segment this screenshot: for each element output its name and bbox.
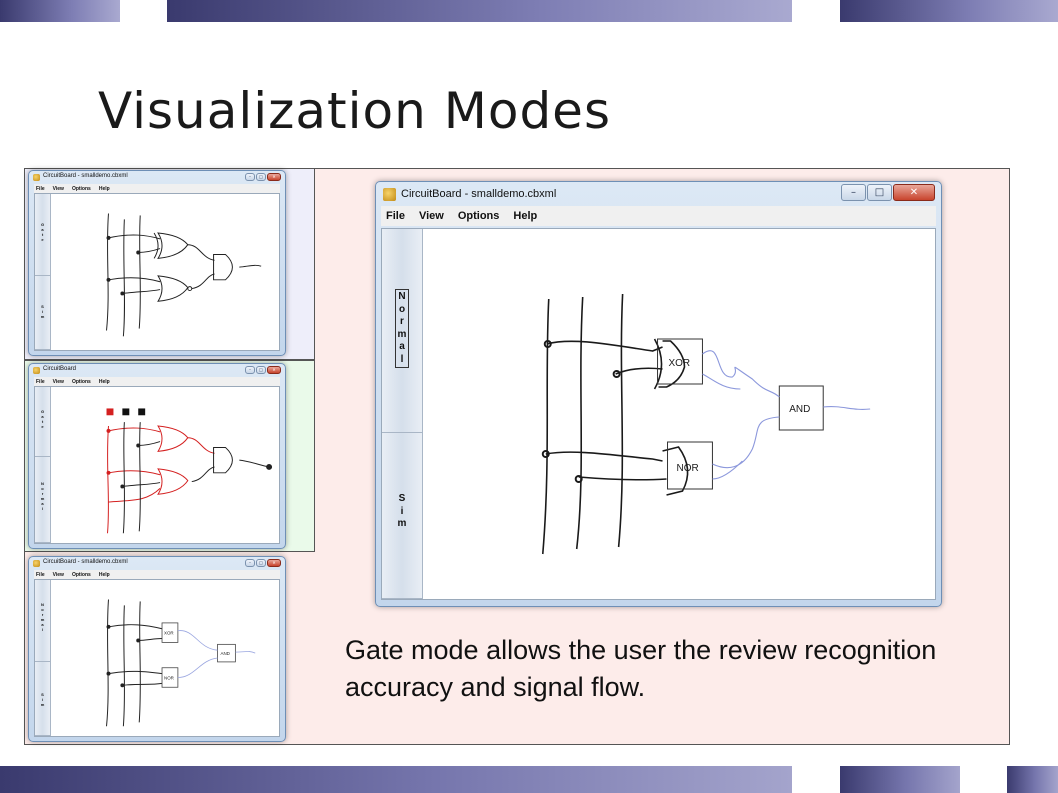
thumbnail-window-normal[interactable]: CircuitBoard - smalldemo.cbxml – □ ✕ Fil…	[28, 556, 286, 742]
menu-help[interactable]: Help	[513, 210, 538, 222]
menu-view[interactable]: View	[52, 571, 64, 578]
drawing-canvas[interactable]: XOR AND NOR	[51, 580, 279, 736]
circuit-sketch	[106, 213, 262, 337]
bottom-band-left	[0, 766, 792, 793]
menu-help[interactable]: Help	[98, 185, 110, 192]
input-toggle-off	[122, 408, 130, 416]
window-titlebar: CircuitBoard - smalldemo.cbxml – □ ✕	[29, 557, 285, 570]
menu-help[interactable]: Help	[98, 571, 110, 578]
gate-box-and	[778, 385, 824, 431]
window-content: G a t e N o r m a l	[34, 386, 280, 544]
simulation-canvas[interactable]	[51, 387, 279, 543]
close-button[interactable]: ✕	[267, 173, 281, 181]
gate-box-xor	[657, 338, 703, 385]
menu-bar: File View Options Help	[34, 184, 280, 193]
gate-label-xor: XOR	[164, 631, 174, 636]
window-content: G a t e S i m	[34, 193, 280, 351]
window-content: N o r m a l S i m	[34, 579, 280, 737]
maximize-button[interactable]: □	[867, 184, 892, 201]
menu-file[interactable]: File	[36, 185, 45, 192]
menu-options[interactable]: Options	[71, 571, 91, 578]
menu-file[interactable]: File	[36, 378, 45, 385]
normal-mode-button[interactable]: N o r m a l	[382, 229, 422, 433]
thumbnail-window-gate[interactable]: CircuitBoard - smalldemo.cbxml – □ ✕ Fil…	[28, 170, 286, 356]
menu-options[interactable]: Options	[457, 210, 500, 222]
minimize-button[interactable]: –	[245, 559, 255, 567]
normal-mode-button[interactable]: N o r m a l	[35, 580, 50, 662]
slide-title: Visualization Modes	[98, 82, 611, 140]
menu-options[interactable]: Options	[71, 378, 91, 385]
menu-view[interactable]: View	[418, 210, 444, 222]
drawing-canvas[interactable]	[51, 194, 279, 350]
window-title: CircuitBoard - smalldemo.cbxml	[43, 173, 128, 179]
gate-label-xor: XOR	[669, 358, 691, 369]
app-icon	[33, 367, 40, 374]
bottom-band-middle	[840, 766, 960, 793]
gate-mode-button[interactable]: G a t e	[35, 387, 50, 457]
slide-caption: Gate mode allows the user the review rec…	[345, 635, 937, 702]
input-toggle-on	[106, 408, 114, 416]
menu-options[interactable]: Options	[71, 185, 91, 192]
minimize-button[interactable]: –	[841, 184, 866, 201]
gate-box-nor	[667, 441, 713, 490]
window-titlebar: CircuitBoard – □ ✕	[29, 364, 285, 377]
menu-bar: File View Options Help	[381, 206, 936, 226]
maximize-button[interactable]: □	[256, 559, 266, 567]
maximize-button[interactable]: □	[256, 366, 266, 374]
menu-bar: File View Options Help	[34, 570, 280, 579]
app-icon	[33, 174, 40, 181]
app-icon	[33, 560, 40, 567]
input-toggle-off	[138, 408, 146, 416]
gate-label-nor: NOR	[677, 463, 699, 474]
top-band-center	[167, 0, 792, 22]
thumbnail-window-sim[interactable]: CircuitBoard – □ ✕ File View Options Hel…	[28, 363, 286, 549]
window-titlebar: CircuitBoard - smalldemo.cbxml – □ ✕	[376, 182, 941, 206]
window-title: CircuitBoard - smalldemo.cbxml	[43, 559, 128, 565]
minimize-button[interactable]: –	[245, 366, 255, 374]
window-title: CircuitBoard - smalldemo.cbxml	[401, 188, 557, 200]
sim-mode-button[interactable]: S i m	[35, 662, 50, 736]
gate-mode-button[interactable]: G a t e	[35, 194, 50, 276]
circuit-sketch-recognized: XOR AND NOR	[106, 599, 256, 727]
drawing-canvas[interactable]: XOR AND NOR	[423, 229, 935, 599]
window-titlebar: CircuitBoard - smalldemo.cbxml – □ ✕	[29, 171, 285, 184]
normal-mode-label: N o r m a l	[394, 289, 410, 368]
close-button[interactable]: ✕	[267, 366, 281, 374]
close-button[interactable]: ✕	[267, 559, 281, 567]
close-button[interactable]: ✕	[893, 184, 935, 201]
minimize-button[interactable]: –	[245, 173, 255, 181]
menu-bar: File View Options Help	[34, 377, 280, 386]
top-band-right	[840, 0, 1058, 22]
maximize-button[interactable]: □	[256, 173, 266, 181]
top-band-left	[0, 0, 120, 22]
circuit-sketch-recognized: XOR AND NOR	[541, 293, 871, 555]
menu-file[interactable]: File	[386, 210, 405, 222]
window-content: N o r m a l S i m	[381, 228, 936, 600]
window-title: CircuitBoard	[43, 366, 77, 372]
main-application-window[interactable]: CircuitBoard - smalldemo.cbxml – □ ✕ Fil…	[375, 181, 942, 607]
menu-view[interactable]: View	[52, 378, 64, 385]
bottom-band-right	[1007, 766, 1058, 793]
app-icon	[383, 188, 396, 201]
gate-label-nor: NOR	[164, 675, 174, 680]
gate-label-and: AND	[789, 404, 810, 415]
menu-view[interactable]: View	[52, 185, 64, 192]
menu-file[interactable]: File	[36, 571, 45, 578]
gate-label-and: AND	[221, 651, 230, 656]
normal-mode-button[interactable]: N o r m a l	[35, 457, 50, 543]
menu-help[interactable]: Help	[98, 378, 110, 385]
sim-mode-button[interactable]: S i m	[35, 276, 50, 350]
sim-mode-button[interactable]: S i m	[382, 433, 422, 599]
circuit-sketch-simulation	[106, 408, 273, 534]
